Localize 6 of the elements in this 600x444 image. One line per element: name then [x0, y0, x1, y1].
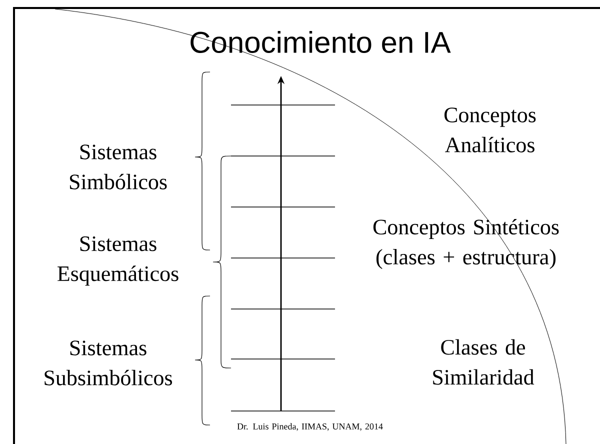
system-label: Sistemas Subsimbólicos [44, 340, 172, 386]
footer-text: Dr. Luis Pineda, IIMAS, UNAM, 2014 [237, 423, 383, 431]
system-label: Sistemas Esquemáticos [58, 236, 178, 286]
concept-label: Conceptos Analíticos [444, 108, 536, 152]
concept-label: Clases de Similaridad [433, 339, 534, 385]
system-label: Sistemas Simbólicos [70, 144, 167, 190]
